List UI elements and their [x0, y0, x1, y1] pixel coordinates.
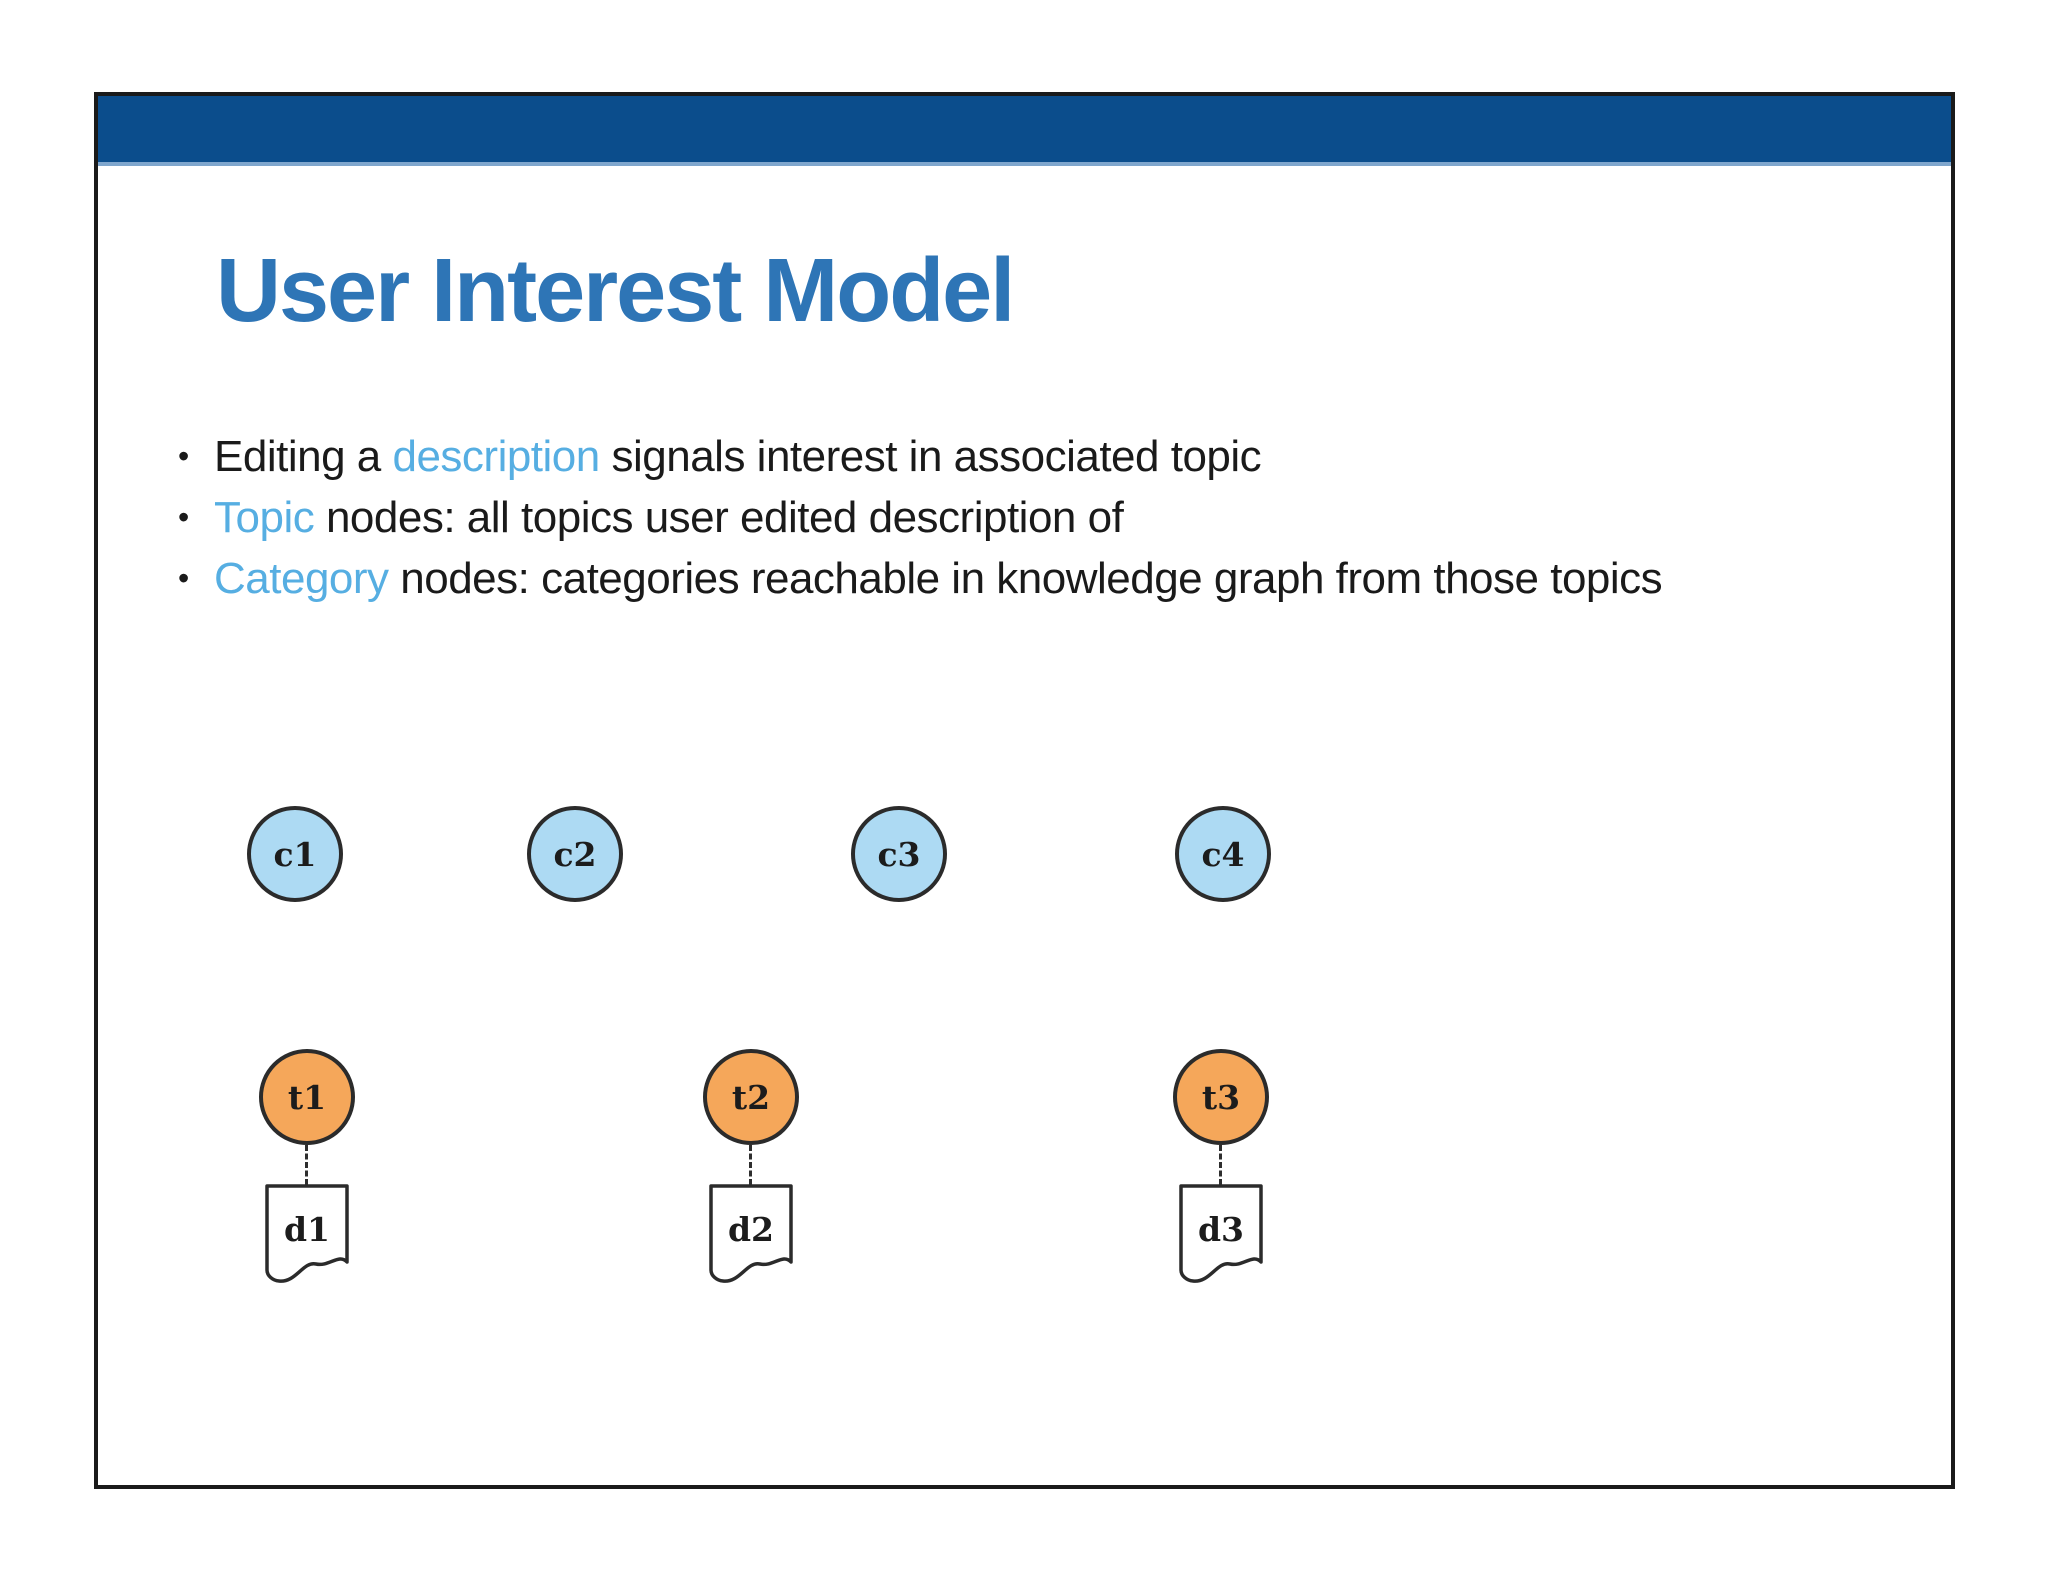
node-label: t1: [287, 1077, 327, 1117]
node-label: c1: [273, 834, 317, 874]
node-label: c2: [553, 834, 597, 874]
category-node-c4: c4: [1175, 806, 1271, 902]
bullet-marker: •: [178, 499, 190, 535]
bullet-post: nodes: categories reachable in knowledge…: [388, 554, 1663, 603]
slide-header-bar: [98, 96, 1951, 166]
bullet-post: signals interest in associated topic: [599, 432, 1262, 481]
presentation-slide: User Interest Model • Editing a descript…: [94, 92, 1955, 1489]
node-label: d2: [727, 1210, 775, 1249]
knowledge-graph-diagram: c1 c2 c3 c4 t1 t2 t3 d1 d2: [98, 96, 1951, 1485]
bullet-item: • Category nodes: categories reachable i…: [172, 548, 1902, 609]
bullet-list: • Editing a description signals interest…: [172, 426, 1902, 609]
document-node-d1: d1: [265, 1184, 349, 1288]
node-label: d1: [283, 1210, 331, 1249]
bullet-highlight: Category: [214, 554, 389, 603]
bullet-marker: •: [178, 560, 190, 596]
bullet-pre: Editing a: [214, 432, 393, 481]
category-node-c2: c2: [527, 806, 623, 902]
bullet-text: Topic nodes: all topics user edited desc…: [214, 487, 1124, 548]
edge-t1-d1: [305, 1145, 308, 1185]
document-shape: [1179, 1184, 1263, 1283]
bullet-text: Category nodes: categories reachable in …: [214, 548, 1663, 609]
node-label: t2: [731, 1077, 771, 1117]
slide-title: User Interest Model: [216, 241, 1015, 341]
bullet-marker: •: [178, 438, 190, 474]
category-node-c3: c3: [851, 806, 947, 902]
document-node-d2: d2: [709, 1184, 793, 1288]
node-label: t3: [1201, 1077, 1241, 1117]
bullet-highlight: Topic: [214, 493, 315, 542]
node-label: c3: [877, 834, 921, 874]
node-label: c4: [1201, 834, 1245, 874]
topic-node-t1: t1: [259, 1049, 355, 1145]
document-node-d3: d3: [1179, 1184, 1263, 1288]
node-label: d3: [1197, 1210, 1245, 1249]
edge-t3-d3: [1219, 1145, 1222, 1185]
document-shape: [709, 1184, 793, 1283]
edge-t2-d2: [749, 1145, 752, 1185]
category-node-c1: c1: [247, 806, 343, 902]
bullet-highlight: description: [392, 432, 600, 481]
topic-node-t2: t2: [703, 1049, 799, 1145]
bullet-item: • Topic nodes: all topics user edited de…: [172, 487, 1902, 548]
bullet-text: Editing a description signals interest i…: [214, 426, 1262, 487]
document-shape: [265, 1184, 349, 1283]
bullet-item: • Editing a description signals interest…: [172, 426, 1902, 487]
topic-node-t3: t3: [1173, 1049, 1269, 1145]
bullet-post: nodes: all topics user edited descriptio…: [314, 493, 1124, 542]
